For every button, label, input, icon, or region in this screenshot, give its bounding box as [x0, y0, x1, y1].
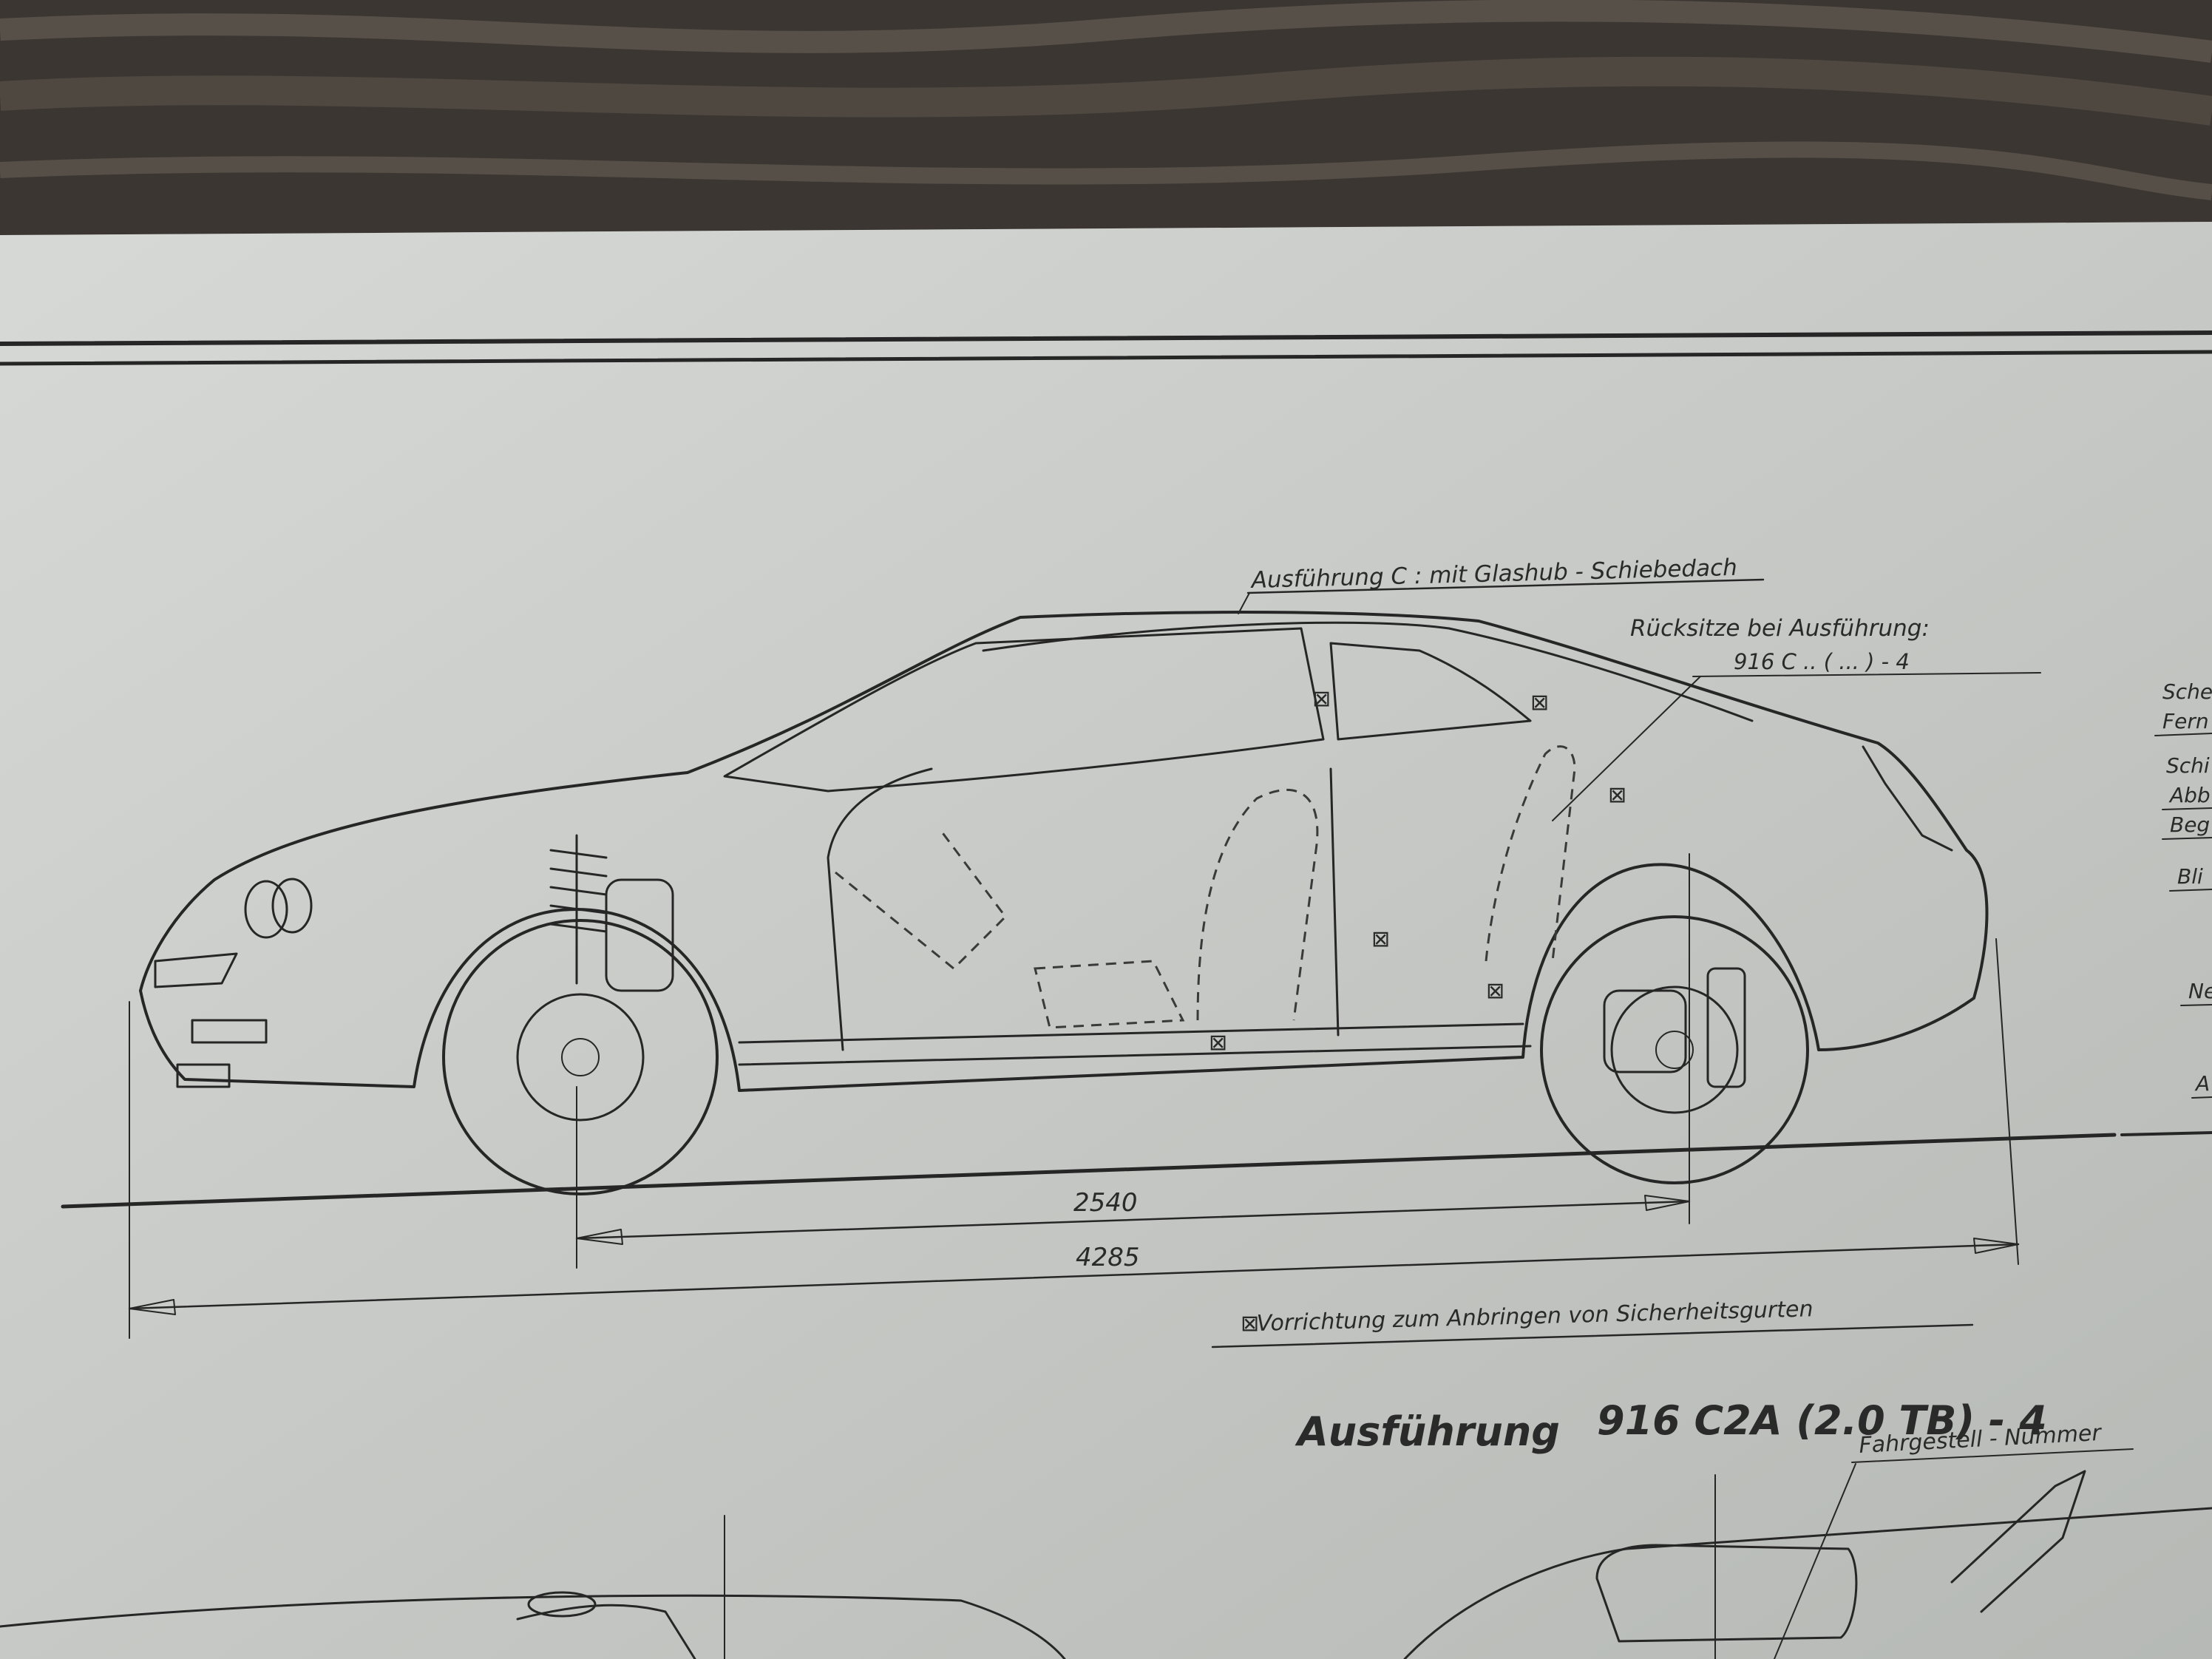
seatbelt-anchor-markers: ⊠ ⊠ ⊠ ⊠ ⊠ ⊠ [1209, 686, 1626, 1056]
wood-table-surface [0, 0, 2212, 244]
overall-length-value: 4285 [1076, 1243, 1140, 1272]
front-suspension-spring [549, 834, 674, 992]
svg-text:Fern: Fern [2162, 709, 2209, 733]
rear-side-window [1329, 642, 1532, 741]
windshield-outline [723, 627, 1325, 793]
rear-seat-note-line1: Rücksitze bei Ausführung: [1630, 615, 1930, 642]
rear-wheel [1540, 915, 1809, 1184]
front-seat-dashed [1196, 789, 1319, 1021]
right-edge-fragments: Sche Fern Schi Abb Beg Bli Ne A [2154, 679, 2212, 1099]
paper-sheet [0, 222, 2212, 1659]
variant-heading-word: Ausführung [1295, 1408, 1560, 1455]
wheelbase-dimension-line [575, 1200, 1691, 1240]
anchor-marker: ⊠ [1371, 926, 1390, 952]
anchor-marker: ⊠ [1486, 978, 1504, 1004]
wheelbase-value: 2540 [1073, 1188, 1138, 1218]
anchor-marker: ⊠ [1209, 1030, 1227, 1056]
anchor-marker: ⊠ [1608, 782, 1626, 808]
svg-text:Ne: Ne [2188, 979, 2212, 1003]
headlight [244, 880, 288, 939]
car-side-view: ⊠ ⊠ ⊠ ⊠ ⊠ ⊠ [139, 611, 1989, 1195]
door-sill-line [738, 1022, 1532, 1066]
rear-seat-dashed [1485, 745, 1576, 962]
svg-text:Beg: Beg [2170, 812, 2210, 837]
svg-text:Abb: Abb [2168, 783, 2211, 807]
rear-suspension [1603, 967, 1746, 1088]
rear-tail [1862, 745, 1953, 852]
pedal-area-dashed [1034, 960, 1185, 1029]
anchor-marker: ⊠ [1530, 690, 1549, 716]
steering-wheel-dashed [835, 827, 1007, 971]
rear-seat-note-line2: 916 C .. ( ... ) - 4 [1734, 649, 1910, 674]
variant-heading-model: 916 C2A (2.0 TB) - 4 [1597, 1397, 2047, 1444]
door-outline [827, 767, 1340, 1051]
svg-text:Sche: Sche [2162, 679, 2212, 704]
front-wheel [442, 919, 719, 1195]
svg-text:Bli: Bli [2177, 864, 2203, 889]
svg-text:Schi: Schi [2166, 753, 2210, 778]
overall-length-dimension-line [128, 1243, 2020, 1310]
car-body-outline [139, 611, 1989, 1092]
lower-car-drawings [0, 1470, 2212, 1659]
roof-rail [982, 621, 1754, 722]
front-bumper-vents [154, 952, 268, 1088]
svg-text:A: A [2194, 1071, 2210, 1096]
drawing-frame-lines [0, 330, 2212, 366]
seatbelt-legend-symbol: ⊠ [1241, 1311, 1259, 1337]
anchor-marker: ⊠ [1312, 686, 1331, 712]
ground-line [61, 1133, 2117, 1209]
dimension-lines [128, 853, 2020, 1339]
